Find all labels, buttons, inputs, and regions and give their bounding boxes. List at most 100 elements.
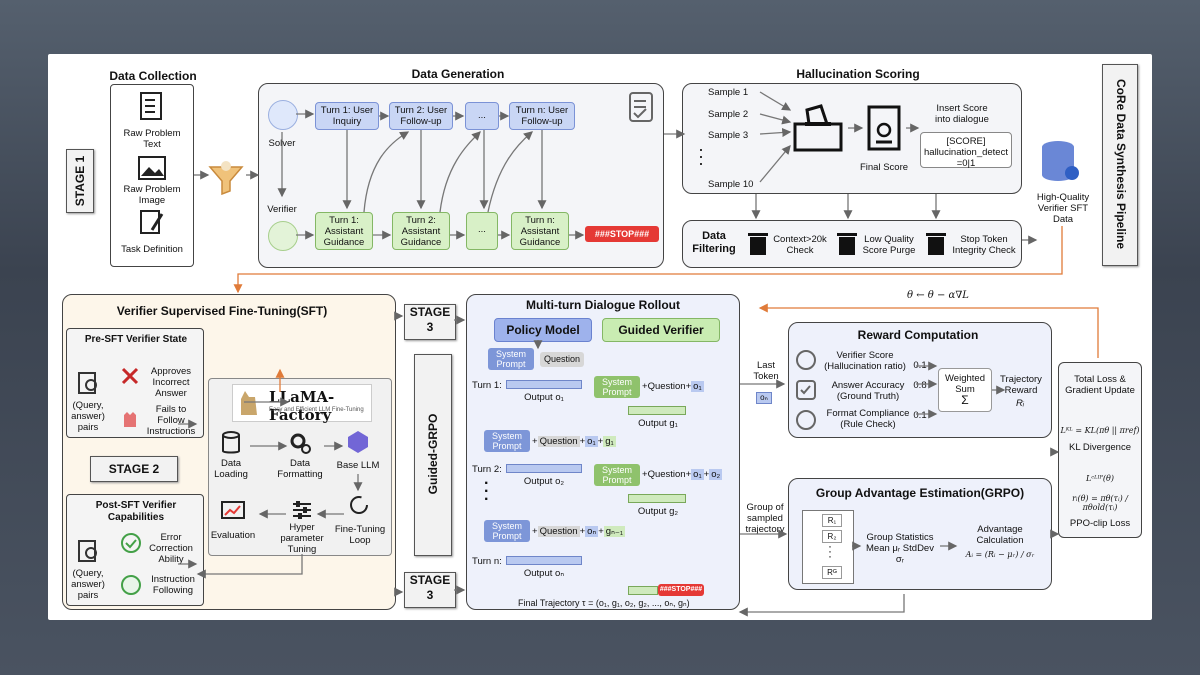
verifier-avatar — [268, 221, 298, 251]
final-trajectory: Final Trajectory τ = (o₁, g₁, o₂, g₂, ..… — [518, 598, 690, 608]
output-on: Output oₙ — [523, 568, 565, 579]
format-compliance-weight: 0.1 — [913, 410, 927, 421]
question-label-g1: Question — [647, 381, 686, 392]
answer-accuracy-label: Answer Accuracy (Ground Truth) — [831, 380, 905, 402]
final-score-label: Final Score — [859, 162, 909, 173]
system-prompt-2: System Prompt — [484, 430, 530, 452]
group-sampled-label: Group of sampled trajectory — [745, 502, 785, 535]
fails-follow: Fails to Follow Instructions — [146, 404, 196, 437]
trash-icon-3 — [924, 230, 948, 258]
turnn-guidance: Turn n: Assistant Guidance — [511, 212, 569, 250]
guided-verifier-chip: Guided Verifier — [602, 318, 720, 342]
r1-box: R₁ — [822, 514, 842, 527]
system-prompt-g1: System Prompt — [594, 376, 640, 398]
check-icon — [120, 532, 142, 554]
low-quality-purge: Low Quality Score Purge — [862, 234, 916, 256]
question-1: Question — [540, 352, 584, 367]
stage3-top-label: STAGE 3 — [409, 305, 451, 334]
data-filtering-title: Data Filtering — [692, 230, 736, 255]
g1-label-2: g₁ — [603, 436, 616, 447]
last-token-label: Last Token — [753, 360, 779, 382]
update-rule: θ ← θ − α∇L — [907, 290, 969, 301]
output-o2: Output o₂ — [523, 476, 565, 487]
context-check: Context>20k Check — [773, 234, 827, 256]
last-token-symbol: oₙ — [760, 393, 768, 402]
raw-problem-text: Raw Problem Text — [123, 128, 181, 150]
sample-3: Sample 3 — [708, 130, 749, 141]
gears-icon — [288, 430, 312, 456]
stage3-bottom-tag: STAGE 3 — [404, 572, 456, 608]
magnify-icon-1 — [76, 370, 102, 396]
turn2-user: Turn 2: User Follow-up — [389, 102, 453, 130]
checklist-icon — [626, 90, 656, 124]
system-prompt-1: System Prompt — [488, 348, 534, 370]
question-label-2: Question — [537, 436, 580, 447]
stop-token-chip: ###STOP### — [585, 226, 659, 242]
hyper-tuning: Hyper parameter Tuning — [280, 522, 324, 555]
group-stats: Group Statistics Mean μᵣ StdDev σᵣ — [866, 532, 934, 565]
turn-dots-user: ... — [465, 102, 499, 130]
data-collection-title: Data Collection — [109, 69, 197, 83]
sample-1: Sample 1 — [708, 87, 749, 98]
advantage-label: Advantage Calculation — [976, 524, 1024, 546]
pencil-icon — [136, 206, 168, 238]
query-pairs-2: (Query, answer) pairs — [71, 568, 105, 601]
raw-problem-image: Raw Problem Image — [123, 184, 181, 206]
stop-token-integrity: Stop Token Integrity Check — [952, 234, 1016, 256]
base-llm: Base LLM — [336, 460, 380, 471]
arrow-layer — [178, 91, 1099, 617]
ratio-formula: rᵢ(θ) = πθ(τᵢ) / πθold(τᵢ) — [1072, 494, 1128, 512]
output-o1: Output o₁ — [524, 392, 564, 403]
ri-symbol: Rᵢ — [1015, 398, 1025, 409]
weighted-sum-label: Weighted Sum — [945, 373, 985, 395]
sample-2: Sample 2 — [708, 109, 749, 120]
system-prompt-n: System Prompt — [484, 520, 530, 542]
reward-title: Reward Computation — [857, 328, 979, 342]
ballot-box-icon — [790, 102, 846, 154]
hq-data-label: High-Quality Verifier SFT Data — [1036, 192, 1090, 225]
loop-icon — [346, 492, 372, 518]
task-definition: Task Definition — [121, 244, 183, 255]
stage2-tag: STAGE 2 — [90, 456, 178, 482]
system-prompt-g2: System Prompt — [594, 464, 640, 486]
evaluation-icon — [220, 500, 246, 522]
verifier-label: Verifier — [267, 204, 297, 215]
o1-label-2: o₁ — [585, 436, 598, 447]
sigma-symbol: Σ — [961, 393, 969, 407]
certificate-icon — [864, 102, 904, 154]
data-collection-box — [110, 84, 194, 267]
fine-tuning-loop: Fine-Tuning Loop — [334, 524, 386, 546]
r-dots: ··· — [828, 539, 832, 563]
error-correction: Error Correction Ability — [149, 532, 193, 565]
turn1-user: Turn 1: User Inquiry — [315, 102, 379, 130]
trash-icon-1 — [746, 230, 770, 258]
stage3-bottom-label: STAGE 3 — [409, 573, 451, 602]
g2-token-row — [628, 494, 686, 503]
sample-10: Sample 10 — [708, 179, 754, 190]
data-loading: Data Loading — [214, 458, 248, 480]
funnel-icon — [206, 159, 246, 197]
token-row-1 — [506, 380, 582, 389]
score-text-box: [SCORE] hallucination_detect =0|1 — [920, 132, 1012, 169]
eye-icon — [796, 350, 816, 370]
turn1-guidance: Turn 1: Assistant Guidance — [315, 212, 373, 250]
magnify-icon-2 — [76, 538, 102, 564]
token-row-2 — [506, 464, 582, 473]
policy-model-chip: Policy Model — [494, 318, 592, 342]
r2-box: R₂ — [822, 530, 842, 543]
image-icon — [136, 154, 168, 182]
stage1-tag: STAGE 1 — [66, 149, 94, 213]
rollout-dots: ··· — [484, 475, 490, 508]
approves-incorrect: Approves Incorrect Answer — [150, 366, 192, 399]
reward-box — [788, 322, 1052, 438]
turnn-label: Turn n: — [472, 556, 502, 567]
output-g2: Output g₂ — [637, 506, 679, 517]
answer-accuracy-weight: 0.8 — [913, 380, 927, 391]
turn2-guidance: Turn 2: Assistant Guidance — [392, 212, 450, 250]
database-small-icon — [220, 430, 242, 456]
on-label-n: oₙ — [585, 526, 599, 537]
trajectory-reward-label: Trajectory Reward — [1000, 374, 1042, 396]
pre-sft-title: Pre-SFT Verifier State — [84, 334, 188, 345]
rg-box: Rᴳ — [822, 566, 842, 579]
